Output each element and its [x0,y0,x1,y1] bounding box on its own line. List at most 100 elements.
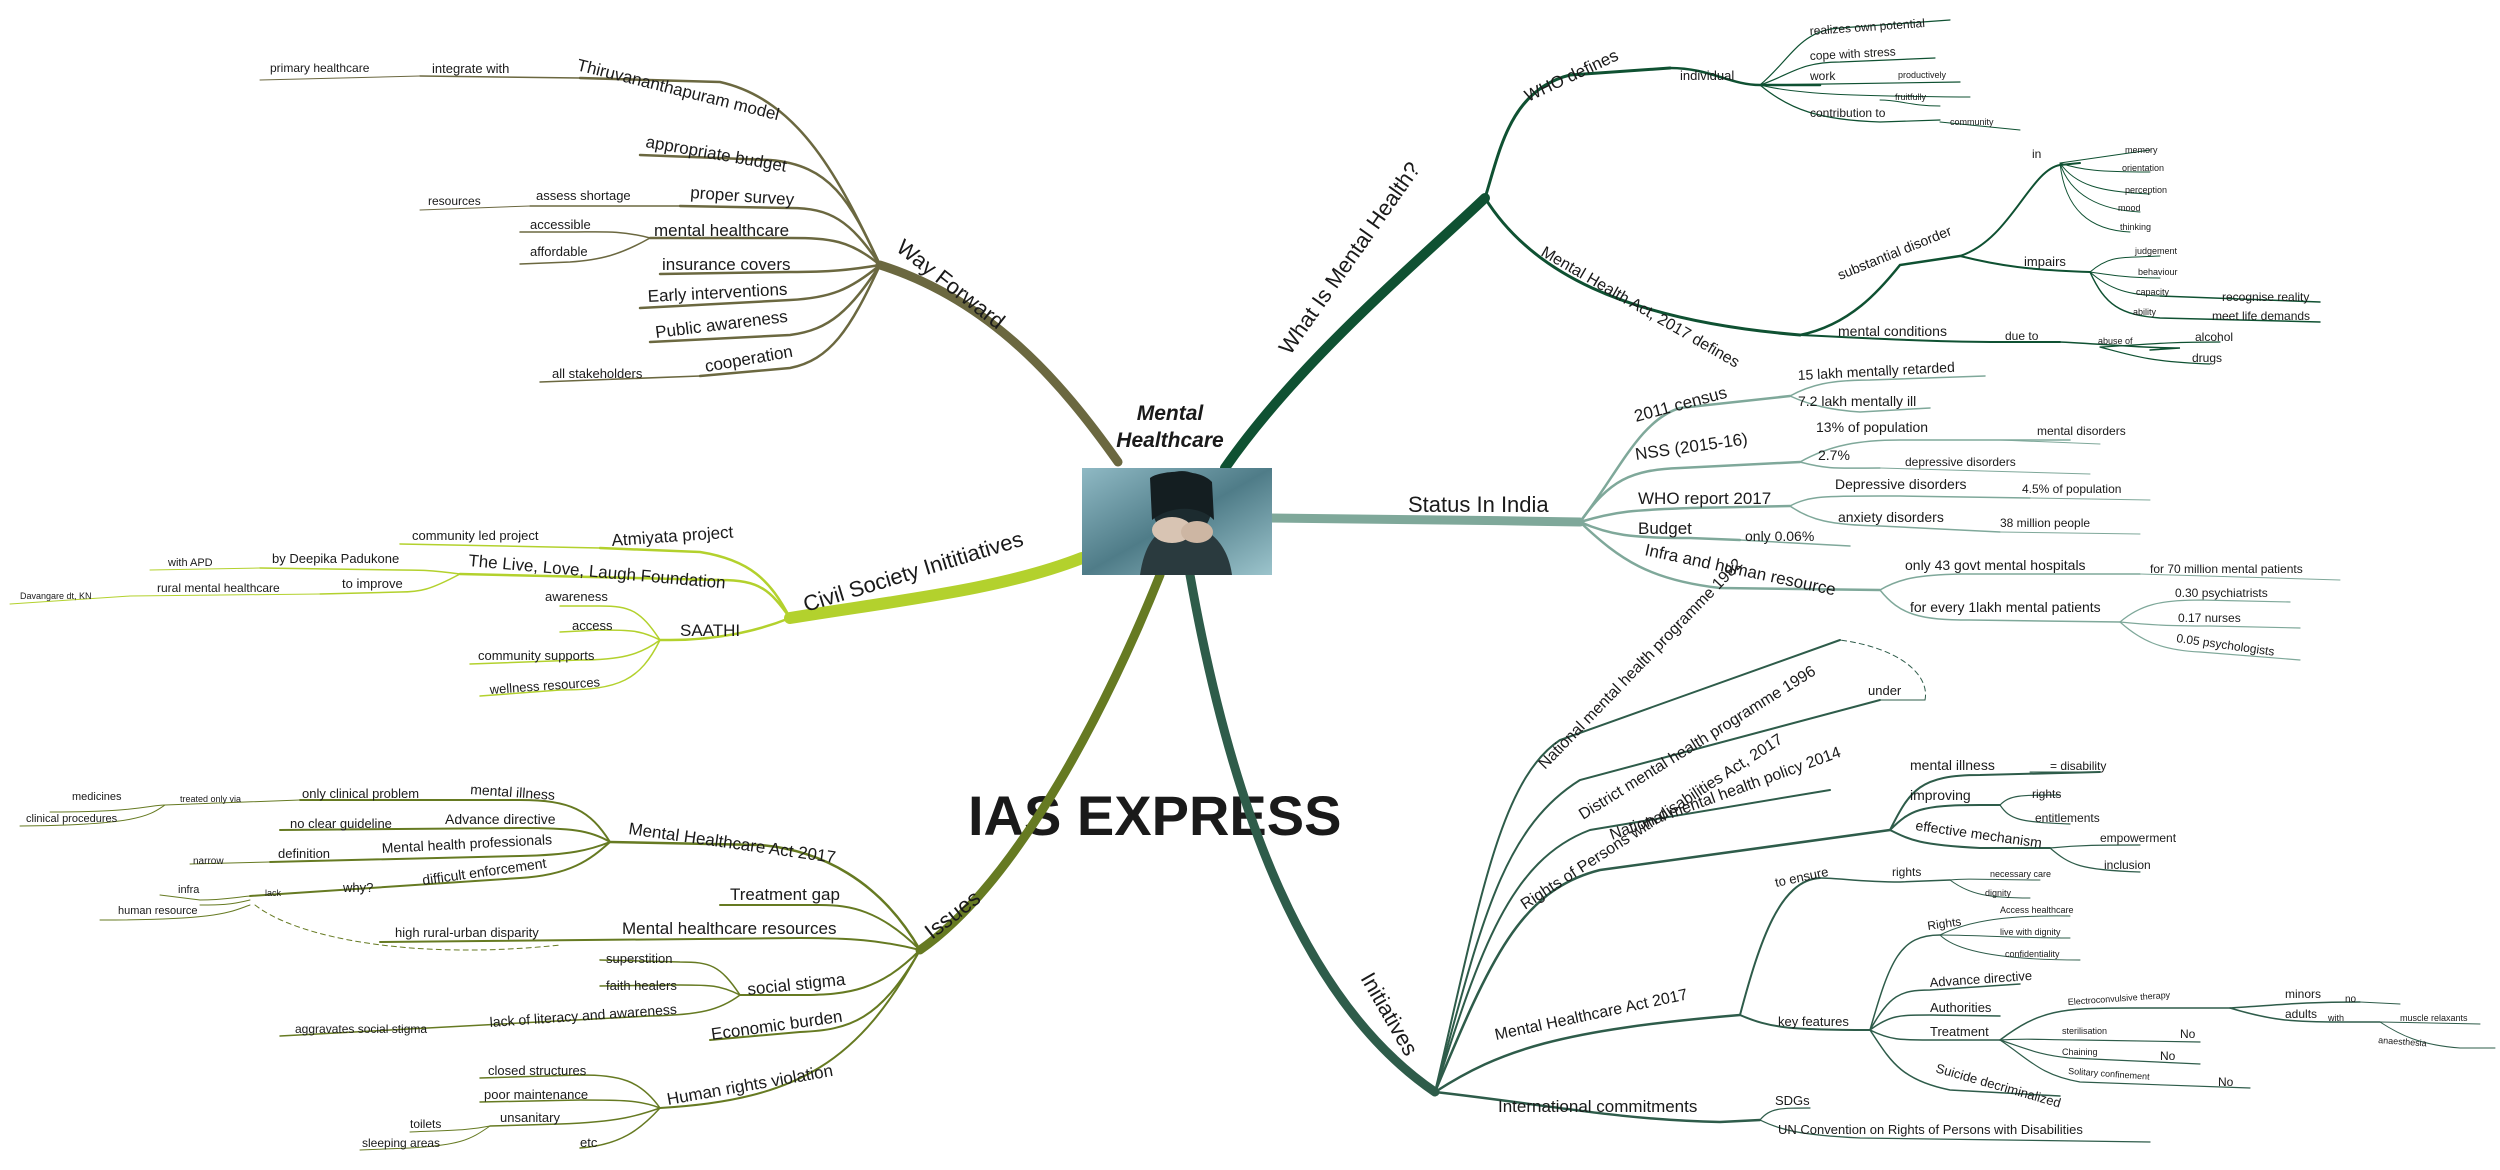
mental-disorders[interactable]: mental disorders [2037,424,2126,438]
confidentiality[interactable]: confidentiality [2005,949,2060,959]
mh-resources[interactable]: Mental healthcare resources [622,919,837,938]
effective-mechanism[interactable]: effective mechanism [1915,817,2043,851]
budget[interactable]: Budget [1638,519,1692,538]
literacy-awareness[interactable]: lack of literacy and awareness [489,1001,677,1030]
solitary-confinement[interactable]: Solitary confinement [2068,1066,2151,1082]
economic-burden[interactable]: Economic burden [710,1007,844,1044]
to-improve[interactable]: to improve [342,576,403,591]
productively[interactable]: productively [1898,70,1947,80]
central-topic[interactable]: Mental Healthcare [1082,402,1272,575]
pop-13[interactable]: 13% of population [1816,419,1928,435]
ensure-rights[interactable]: rights [1892,865,1921,879]
unsanitary[interactable]: unsanitary [500,1110,560,1125]
entitlements[interactable]: entitlements [2035,811,2100,825]
psychiatrists[interactable]: 0.30 psychiatrists [2175,586,2268,600]
muscle-relaxants[interactable]: muscle relaxants [2400,1013,2468,1023]
toilets[interactable]: toilets [410,1117,441,1131]
rural-mental-healthcare[interactable]: rural mental healthcare [157,581,280,595]
chaining[interactable]: Chaining [2062,1047,2098,1057]
nss[interactable]: NSS (2015-16) [1634,429,1749,464]
improving[interactable]: improving [1910,787,1971,803]
accessible[interactable]: accessible [530,217,591,232]
way-mental-healthcare[interactable]: mental healthcare [654,221,789,240]
act-defines[interactable]: Mental Health Act, 2017 defines [1538,244,1742,372]
only-clinical[interactable]: only clinical problem [302,786,419,801]
key-features[interactable]: key features [1778,1014,1849,1029]
access-healthcare[interactable]: Access healthcare [2000,905,2074,915]
million-38[interactable]: 38 million people [2000,516,2090,530]
dep-disorders[interactable]: Depressive disorders [1835,476,1967,492]
recognise-reality[interactable]: recognise reality [2222,290,2309,304]
appropriate-budget[interactable]: appropriate budget [644,132,788,176]
cope[interactable]: cope with stress [1809,45,1896,63]
init-mhca-2017[interactable]: Mental Healthcare Act 2017 [1493,986,1689,1044]
impairs[interactable]: impairs [2024,254,2066,269]
realizes[interactable]: realizes own potential [1809,16,1925,38]
eq-disability[interactable]: = disability [2050,759,2106,773]
chaining-no[interactable]: No [2160,1049,2176,1063]
advance-directive[interactable]: Advance directive [1929,968,2032,990]
branch-label-issues[interactable]: Issues [920,885,986,944]
human-resource[interactable]: human resource [118,905,198,917]
behaviour[interactable]: behaviour [2138,267,2178,277]
lack[interactable]: lack [265,888,282,898]
infra[interactable]: infra [178,884,200,896]
way-resources[interactable]: resources [428,194,481,208]
rights-cap[interactable]: Rights [1926,914,1962,933]
issues-etc[interactable]: etc [580,1135,598,1150]
mentally-ill[interactable]: 7.2 lakh mentally ill [1798,393,1916,409]
mood[interactable]: mood [2118,203,2141,213]
saathi[interactable]: SAATHI [680,621,740,640]
issues-mental-illness[interactable]: mental illness [470,781,556,803]
definition[interactable]: definition [278,846,330,861]
empowerment[interactable]: empowerment [2100,831,2177,845]
sdgs[interactable]: SDGs [1775,1093,1810,1108]
tllf[interactable]: The Live, Love, Laugh Foundation [468,551,727,592]
treatment[interactable]: Treatment [1930,1024,1989,1039]
capacity[interactable]: capacity [2136,287,2170,297]
individual[interactable]: individual [1680,68,1734,83]
treatment-gap[interactable]: Treatment gap [730,885,840,904]
fruitfully[interactable]: fruitfully [1895,92,1927,102]
by-deepika[interactable]: by Deepika Padukone [272,551,399,566]
govt-hospitals[interactable]: only 43 govt mental hospitals [1905,557,2086,573]
mental-conditions[interactable]: mental conditions [1838,323,1947,339]
no-guideline[interactable]: no clear guideline [290,816,392,831]
international-commitments[interactable]: International commitments [1498,1097,1697,1116]
community[interactable]: community [1950,117,1994,127]
saathi-awareness[interactable]: awareness [545,589,608,604]
live-dignity[interactable]: live with dignity [2000,927,2061,937]
why[interactable]: why? [342,880,373,895]
issues-advance-directive[interactable]: Advance directive [445,811,556,827]
anxiety-disorders[interactable]: anxiety disorders [1838,509,1944,525]
primary-healthcare[interactable]: primary healthcare [270,61,370,75]
due-to[interactable]: due to [2005,329,2039,343]
alcohol[interactable]: alcohol [2195,330,2233,344]
work[interactable]: work [1809,69,1836,83]
authorities[interactable]: Authorities [1930,1000,1992,1015]
patients-70m[interactable]: for 70 million mental patients [2150,562,2303,576]
clinical-procedures[interactable]: clinical procedures [26,813,118,825]
rpwd-mental-illness[interactable]: mental illness [1910,757,1995,773]
judgement[interactable]: judgement [2134,246,2178,256]
sterilisation-no[interactable]: No [2180,1027,2196,1041]
ensure-dignity[interactable]: dignity [1985,888,2012,898]
atmiyata[interactable]: Atmiyata project [611,523,734,550]
saathi-access[interactable]: access [572,618,613,633]
medicines[interactable]: medicines [72,791,122,803]
perception[interactable]: perception [2125,185,2167,195]
affordable[interactable]: affordable [530,244,588,259]
insurance-covers[interactable]: insurance covers [662,255,791,274]
to-ensure[interactable]: to ensure [1774,864,1830,890]
who-report[interactable]: WHO report 2017 [1638,489,1771,508]
nurses[interactable]: 0.17 nurses [2178,611,2241,625]
faith-healers[interactable]: faith healers [606,978,677,993]
depressive-disorders[interactable]: depressive disorders [1905,455,2016,469]
with[interactable]: with [2327,1013,2344,1023]
anaesthesia[interactable]: anaesthesia [2378,1035,2427,1048]
every-1lakh[interactable]: for every 1lakh mental patients [1910,599,2101,615]
treated-via[interactable]: treated only via [180,794,241,804]
ability[interactable]: ability [2133,307,2157,317]
memory[interactable]: memory [2125,145,2158,155]
substantial-disorder[interactable]: substantial disorder [1835,222,1954,282]
